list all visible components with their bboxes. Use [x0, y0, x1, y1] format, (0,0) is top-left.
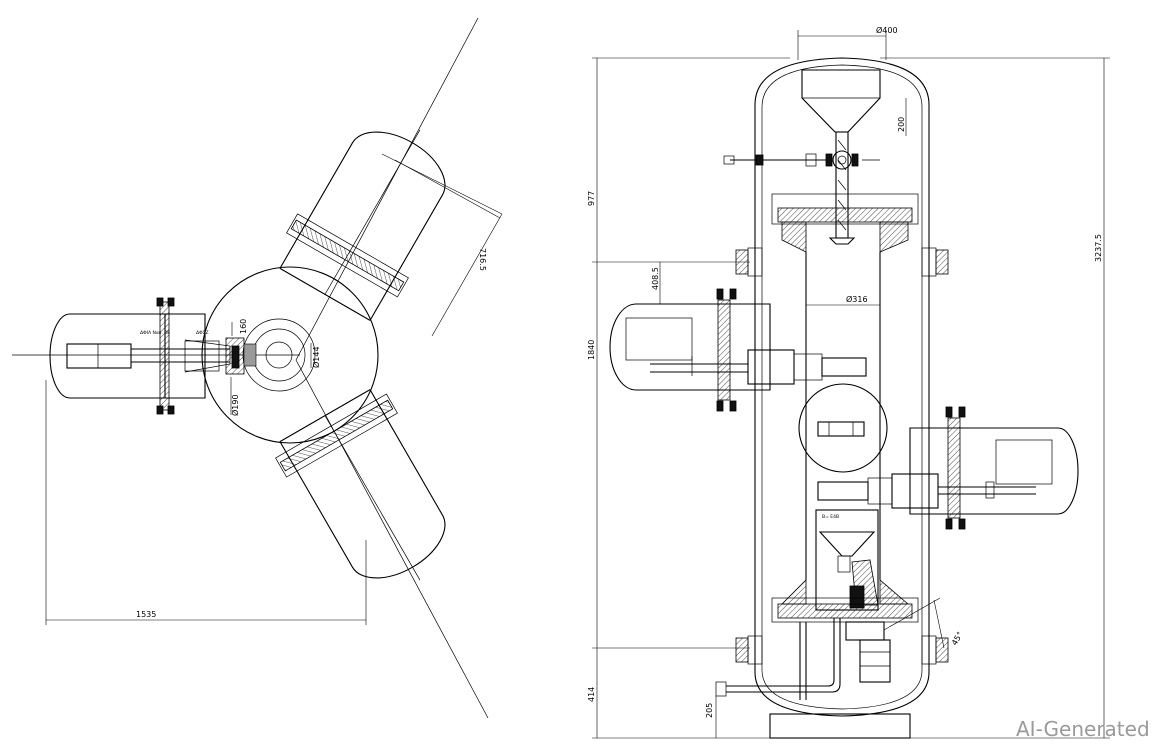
upper-arm [279, 129, 446, 321]
nozzle-lower-left [735, 637, 749, 663]
centerline-lower [295, 359, 489, 719]
centerline-upper [295, 17, 479, 361]
left-shaft-housing [66, 343, 132, 369]
inspection-port [798, 383, 888, 473]
dim-hopper-depth-label: 200 [897, 117, 906, 132]
nozzle-lower-right [935, 637, 949, 663]
dim-inner-diameter-label: Ø316 [846, 294, 868, 304]
dim-total-height-label: 3237.5 [1094, 234, 1103, 262]
dim-center-diameter-label: Ø144 [311, 346, 321, 368]
dim-angle-label: 45° [950, 630, 965, 647]
elevation-view: Ø316 Β= Ε4Β [587, 25, 1110, 739]
center-ring-inner [265, 341, 293, 369]
dim-overall-width: 1535 [45, 380, 367, 625]
support-skirt [769, 713, 911, 739]
lower-flange [777, 603, 913, 619]
dim-overall-width-label: 1535 [136, 610, 156, 619]
upper-flange [777, 207, 913, 223]
vessel-shell [754, 57, 930, 717]
dim-top-diameter-label: Ø400 [876, 25, 898, 35]
dim-nozzle-diameter-label: Ø190 [230, 394, 240, 416]
left-side-arm [609, 303, 771, 391]
dim-lower-height-label: 414 [587, 687, 596, 702]
plan-view: ΔΦΙΑ Ναυ. 38 ΔΦΣΖ 716.5 [12, 17, 503, 719]
label-note-2: ΔΦΣΖ [196, 330, 209, 336]
drain-pipe [726, 618, 841, 693]
drive-gearbox [845, 621, 885, 641]
dim-arm-length-label: 408.5 [651, 267, 660, 290]
dim-offset-label: 160 [239, 319, 248, 334]
label-note-1: ΔΦΙΑ Ναυ. 38 [140, 330, 170, 336]
dim-top-diameter: Ø400 [797, 25, 898, 60]
right-side-arm [909, 427, 1079, 515]
top-hopper [801, 69, 881, 133]
label-note-3: Β= Ε4Β [822, 514, 839, 520]
dim-left-chain: 977 1840 414 [587, 57, 790, 739]
dim-bottom-height-label: 205 [705, 703, 714, 718]
drive-motor [859, 639, 891, 683]
nozzle-upper-right [935, 249, 949, 275]
left-flange [159, 301, 170, 411]
dim-total-height: 3237.5 [880, 57, 1110, 739]
top-valve [832, 150, 852, 170]
lower-arm [275, 389, 446, 581]
dim-pipe-length: 716.5 [381, 153, 503, 337]
dim-upper-height-label: 977 [587, 191, 596, 206]
right-arm-actuator [891, 473, 939, 509]
right-arm-flange [947, 417, 961, 519]
central-vessel [201, 266, 379, 444]
left-chamber [49, 313, 206, 399]
left-arm-flange [717, 299, 731, 401]
watermark-text: AI-Generated [1016, 717, 1150, 741]
dim-middle-height-label: 1840 [587, 340, 596, 360]
dim-pipe-length-label: 716.5 [478, 248, 487, 271]
